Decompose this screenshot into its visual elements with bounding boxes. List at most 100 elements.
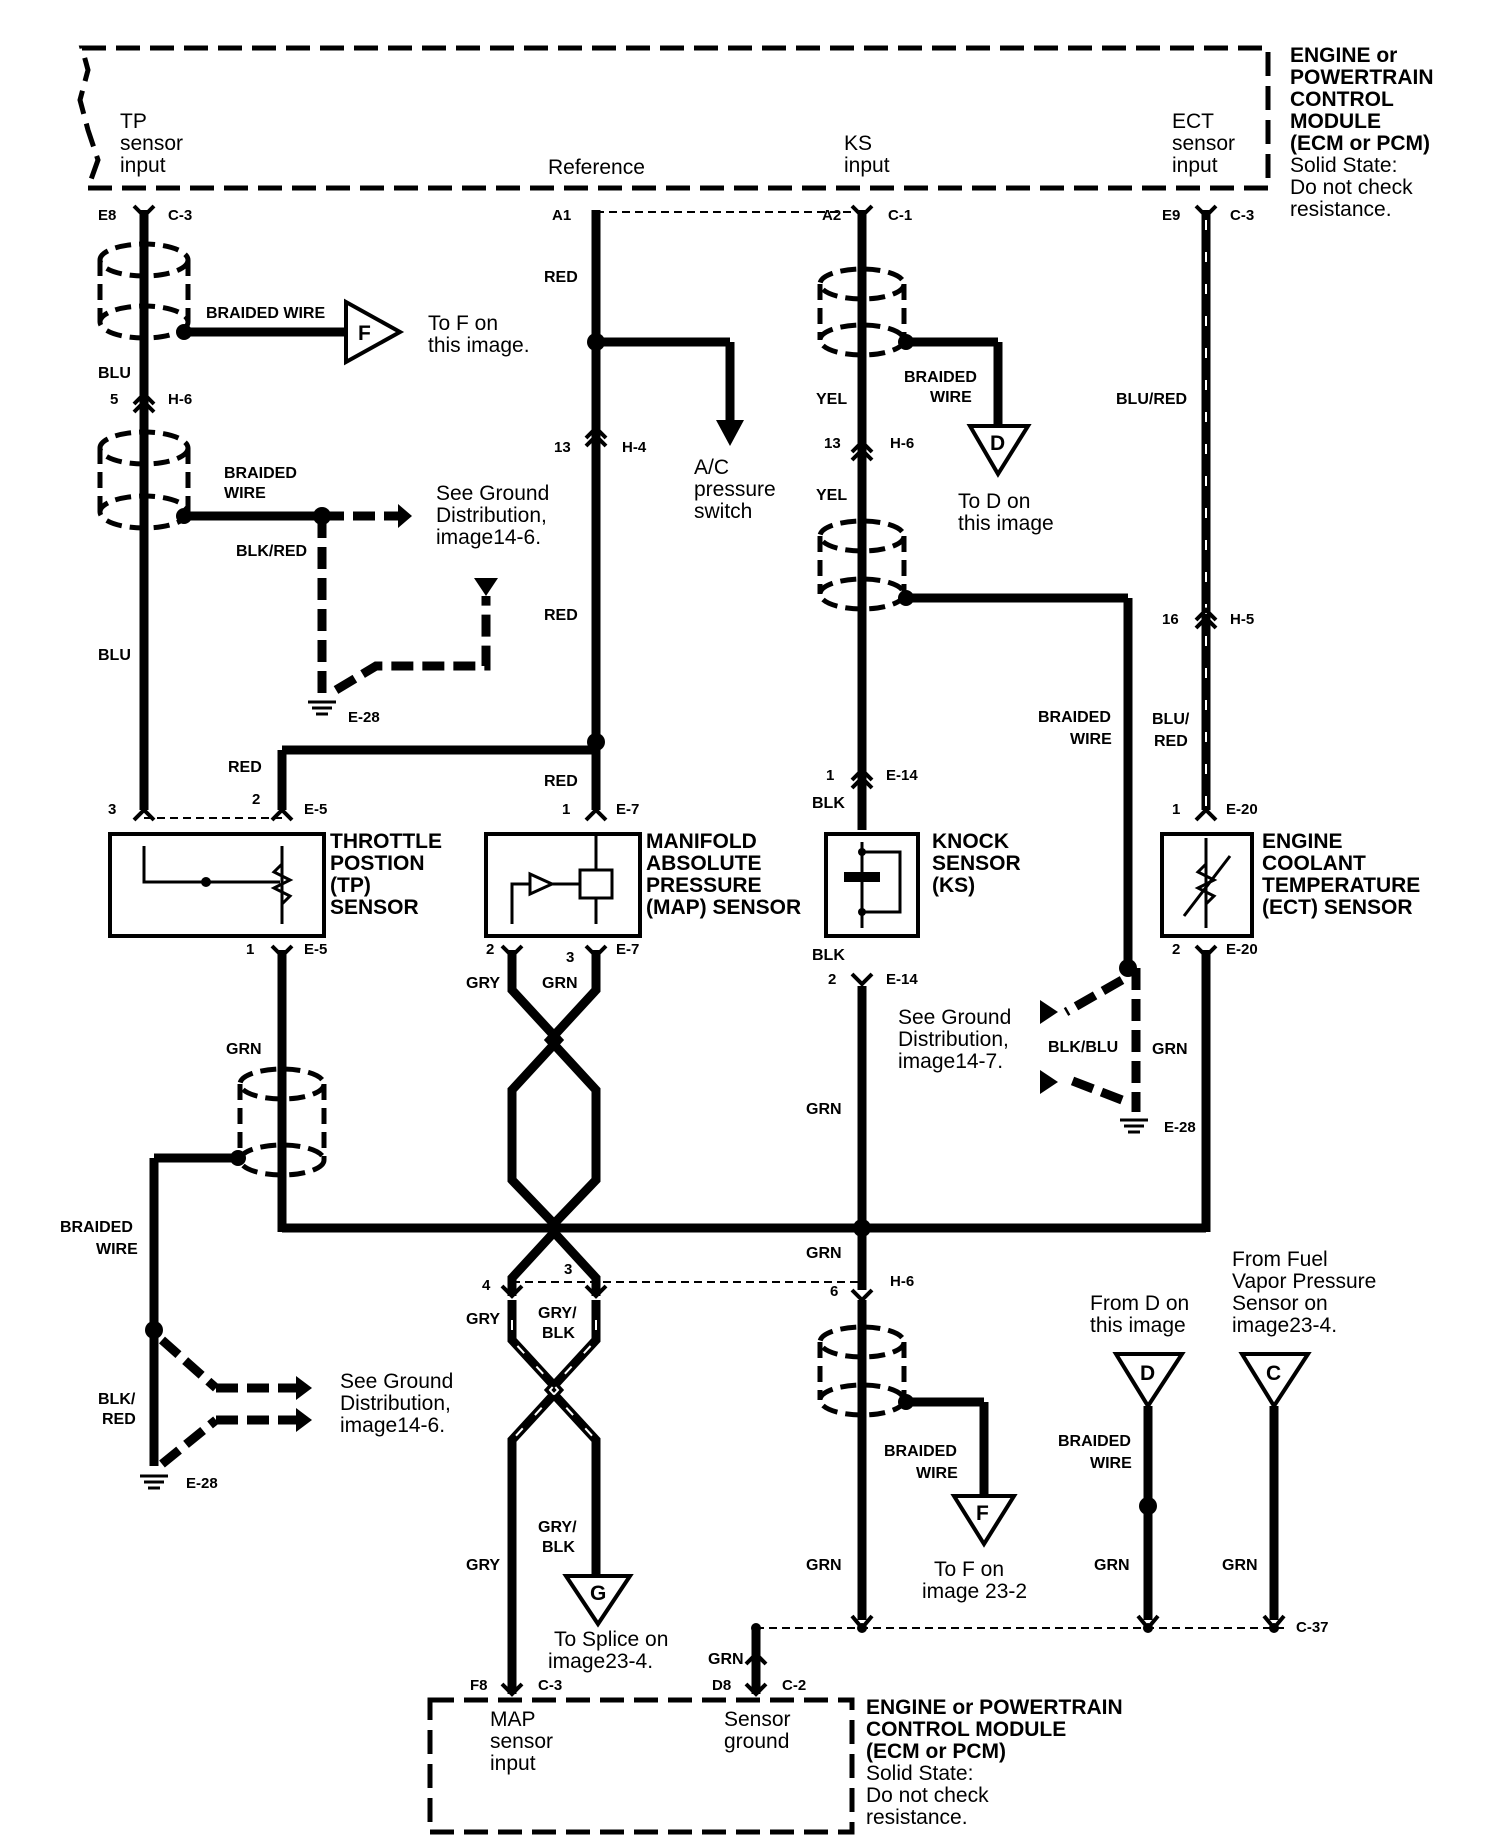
pin-e20-bot: E-20 [1226,941,1258,958]
pin-h6-tp: H-6 [168,391,192,408]
wire-blk-blu: BLK/BLU [1048,1039,1118,1056]
wire-gry-1: GRY [466,975,500,992]
pin-16: 16 [1162,611,1179,628]
wire-gry-blk-2: GRY/BLK [538,1519,577,1556]
wire-blk-red: BLK/RED [236,543,307,560]
symbol-f-top: F [358,322,371,345]
braided-wire-label: BRAIDED WIRE [206,305,325,322]
pin-a1: A1 [552,207,571,224]
symbol-d-top: D [990,432,1005,455]
pin-c3: C-3 [168,207,192,224]
wire-grn-d: GRN [1094,1557,1130,1574]
pin-e14-bot: E-14 [886,971,918,988]
pin-2-ect: 2 [1172,941,1180,958]
pin-c3-bot: C-3 [538,1677,562,1694]
wire-red-1: RED [544,269,578,286]
wire-red-2: RED [544,607,578,624]
pin-e20-top: E-20 [1226,801,1258,818]
e28-top: E-28 [348,709,380,726]
pin-13-ks: 13 [824,435,841,452]
pin-a2: A2 [822,207,841,224]
pin-d8: D8 [712,1677,731,1694]
pin-e5-bot: E-5 [304,941,327,958]
wire-grn-ect: GRN [1152,1041,1188,1058]
wire-blu-1: BLU [98,365,131,382]
wire-blk-2: BLK [812,947,845,964]
pin-3-h6: 3 [564,1261,572,1278]
e28-bot: E-28 [186,1475,218,1492]
wire-blk-red-bot: BLK/RED [98,1391,136,1428]
pin-2-tp: 2 [252,791,260,808]
symbol-f-bot: F [976,1502,989,1525]
symbol-d-bot: D [1140,1362,1155,1385]
pin-c1: C-1 [888,207,912,224]
wire-yel-1: YEL [816,391,847,408]
pin-6: 6 [830,1283,838,1300]
ect-circuit: E9 C-3 BLU/RED 16 H-5 BLU/RED [1116,204,1254,810]
reference-label: Reference [548,156,645,179]
symbol-g: G [590,1582,606,1605]
pin-c2: C-2 [782,1677,806,1694]
wire-gry-blk-1: GRY/BLK [538,1305,577,1342]
pin-h6-lower: H-6 [890,1273,914,1290]
pin-2-map: 2 [486,941,494,958]
wire-grn-tp: GRN [226,1041,262,1058]
pin-4: 4 [482,1277,491,1294]
pin-h4: H-4 [622,439,647,456]
wire-grn-map: GRN [542,975,578,992]
pin-e9: E9 [1162,207,1180,224]
wire-yel-2: YEL [816,487,847,504]
lower-circuits: 1 E-5 2 3 E-7 BLK 2 E-14 2 E-20 E-28 [60,941,1376,1697]
wire-gry-2: GRY [466,1311,500,1328]
wire-grn-ks-3: GRN [806,1557,842,1574]
pin-e14-top: E-14 [886,767,918,784]
wire-grn-c: GRN [1222,1557,1258,1574]
wire-grn-ks-1: GRN [806,1101,842,1118]
pin-e7-top: E-7 [616,801,639,818]
symbol-c: C [1266,1362,1281,1385]
wire-blu-red-2: BLU/RED [1152,711,1190,750]
wire-grn-ground: GRN [708,1651,744,1668]
tp-sensor-box [108,832,326,938]
pin-5: 5 [110,391,118,408]
pin-e5-top: E-5 [304,801,327,818]
pin-1-tp-bot: 1 [246,941,254,958]
pin-e7-bot: E-7 [616,941,639,958]
pin-1-ks: 1 [826,767,834,784]
pin-h5: H-5 [1230,611,1254,628]
wire-grn-ks-2: GRN [806,1245,842,1262]
wire-blu-2: BLU [98,647,131,664]
wire-blk-1: BLK [812,795,845,812]
e28-mid: E-28 [1164,1119,1196,1136]
wire-red-tp: RED [228,759,262,776]
